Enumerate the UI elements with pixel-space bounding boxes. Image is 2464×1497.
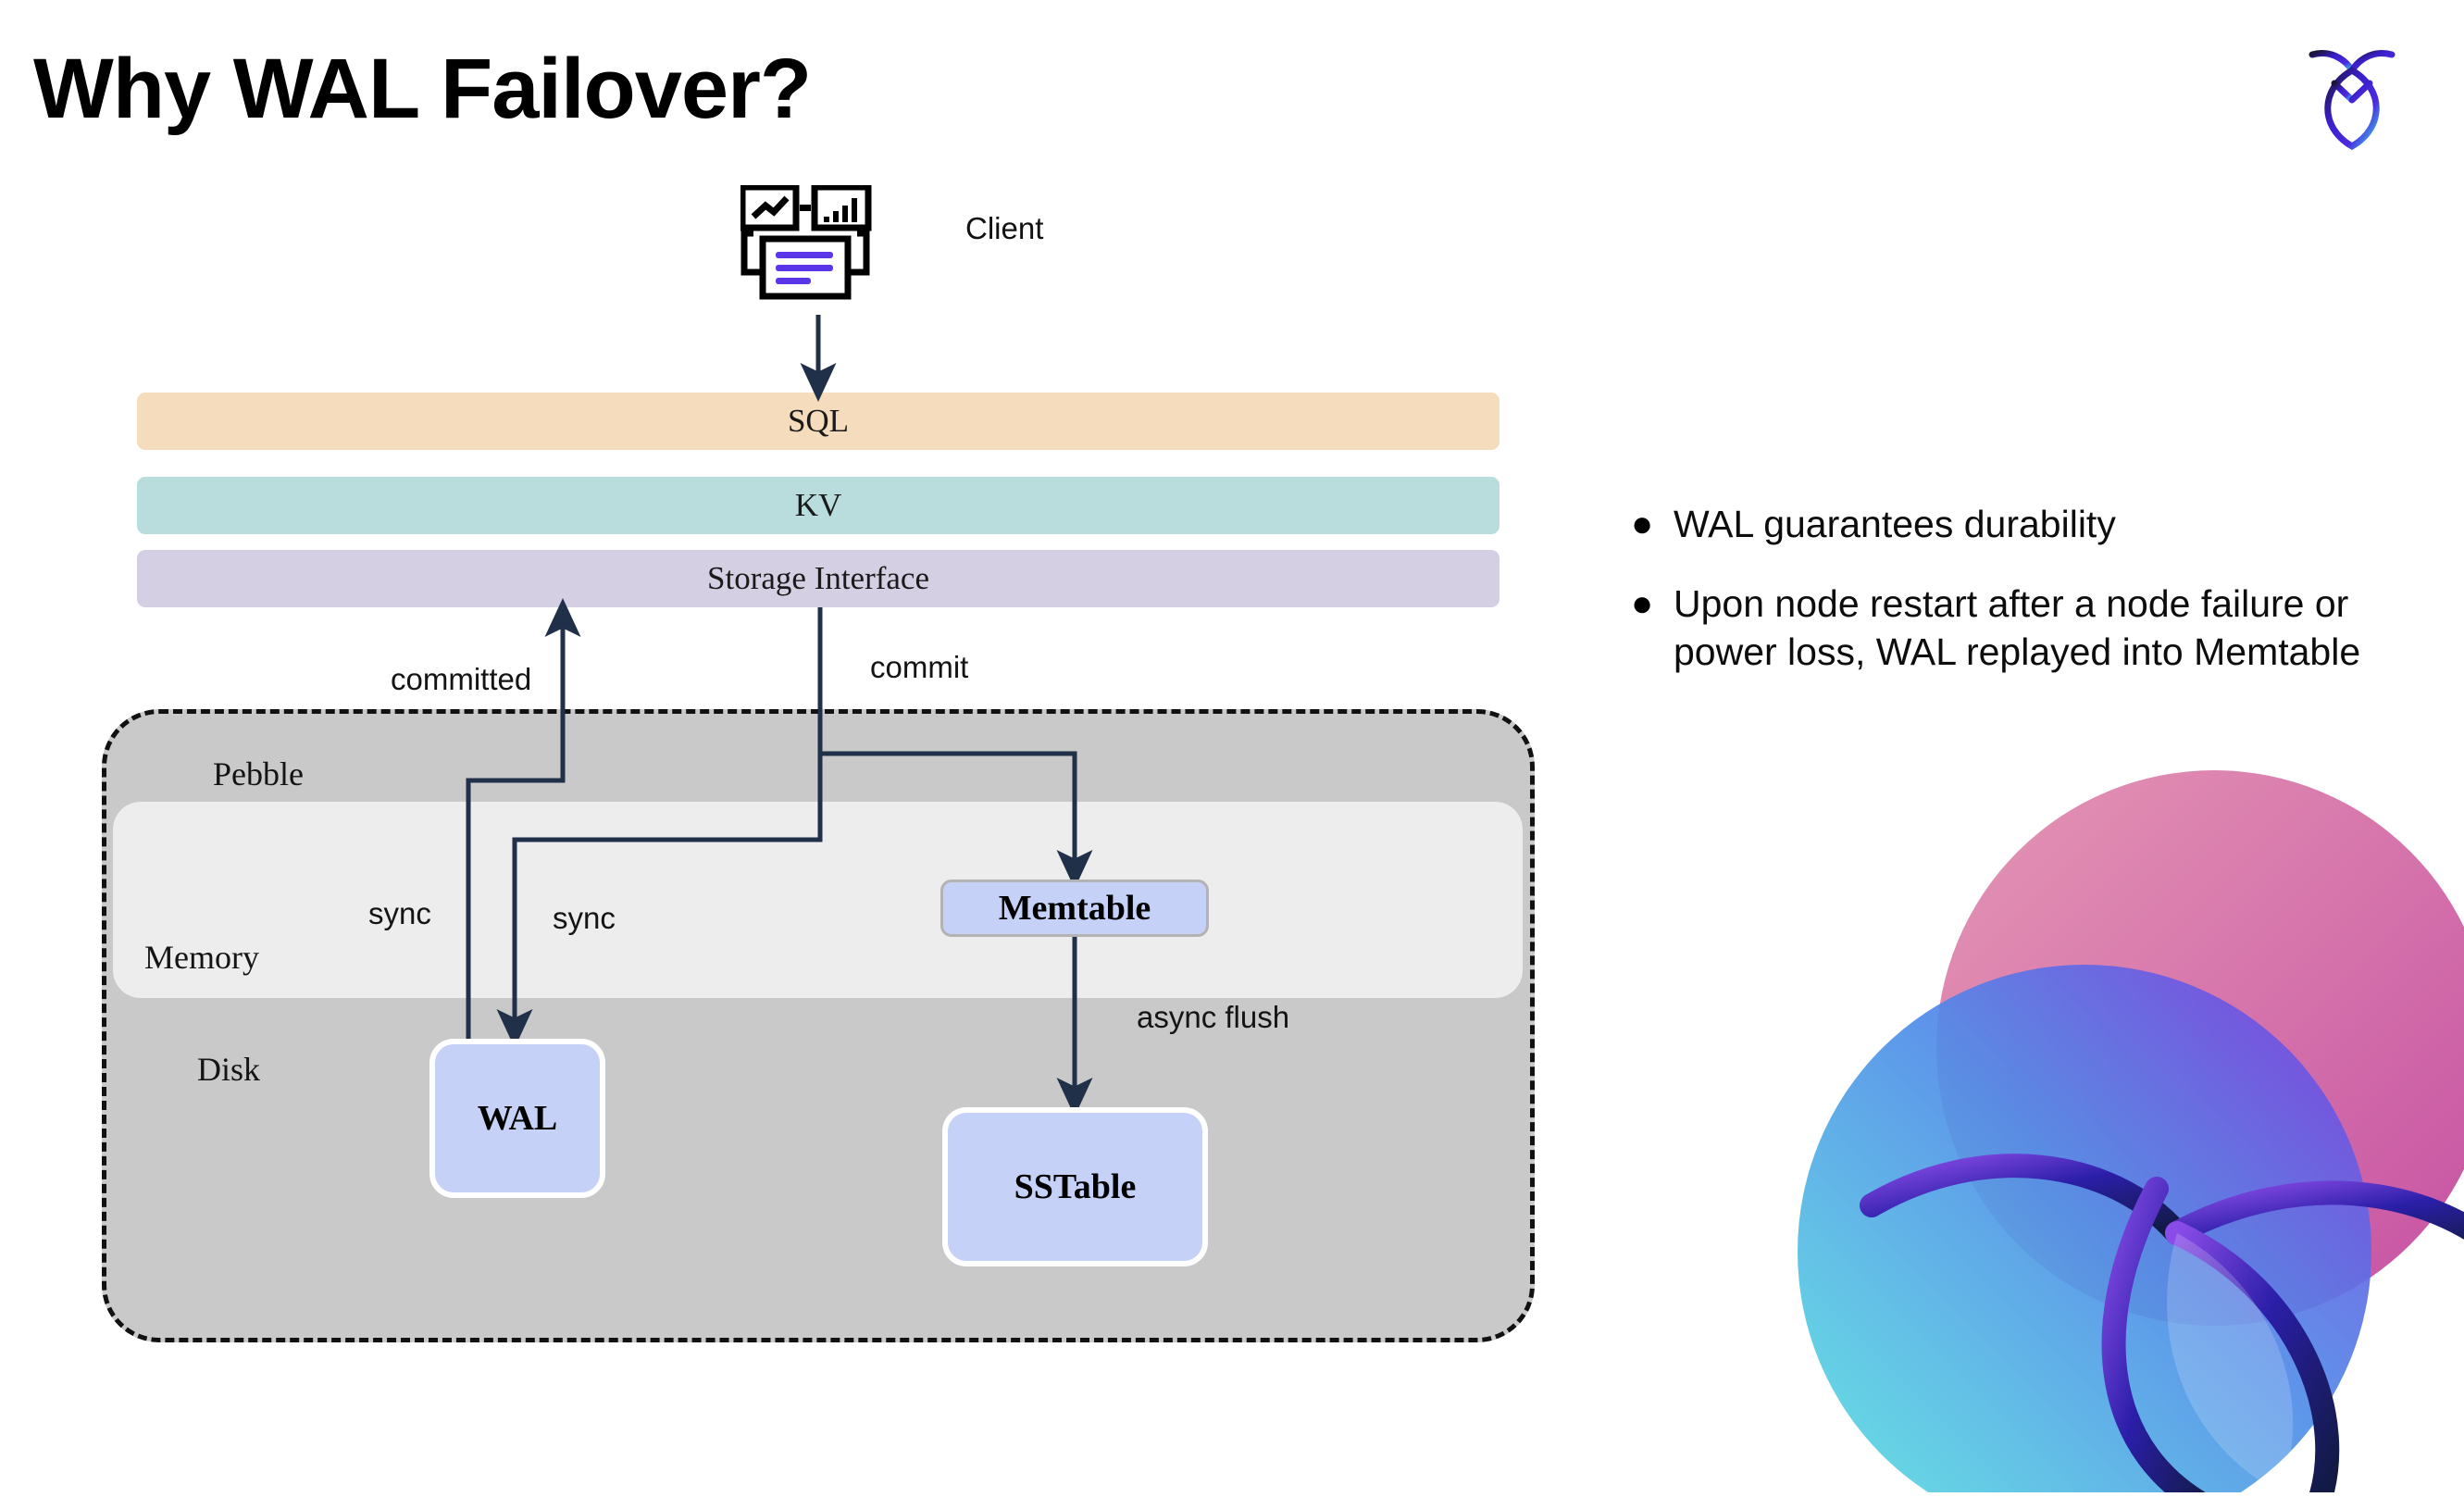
bullet-text: WAL guarantees durability [1674,503,2116,545]
client-label: Client [965,211,1044,245]
bullet-list: ● WAL guarantees durability ● Upon node … [1631,500,2418,707]
layer-bar-storage-interface: Storage Interface [137,550,1500,607]
edge-label-sync-left: sync [368,896,431,930]
edge-label-async-flush: async flush [1137,1000,1290,1034]
memory-region [113,802,1523,998]
list-item: ● Upon node restart after a node failure… [1631,580,2418,676]
edge-label-sync-right: sync [553,901,616,935]
bullet-dot-icon: ● [1631,504,1654,544]
list-item: ● WAL guarantees durability [1631,500,2418,548]
layer-bar-sql: SQL [137,393,1500,450]
edge-label-committed: committed [391,662,532,696]
cockroachdb-decorative-mark-icon [1779,770,2464,1497]
bullet-dot-icon: ● [1631,583,1654,624]
layer-bar-kv: KV [137,477,1500,534]
cockroachdb-logo-icon [2301,31,2403,152]
memory-label: Memory [144,939,259,976]
architecture-diagram: Client SQL KV Storage Interface Pebble M… [102,183,1535,1342]
page-title: Why WAL Failover? [33,42,812,136]
node-sstable[interactable]: SSTable [942,1107,1208,1266]
pebble-label: Pebble [213,755,304,792]
client-dashboard-icon [739,183,898,315]
disk-label: Disk [197,1051,261,1088]
node-memtable[interactable]: Memtable [940,879,1209,937]
bullet-text: Upon node restart after a node failure o… [1674,582,2361,673]
node-wal[interactable]: WAL [429,1039,605,1198]
slide-canvas: Why WAL Failover? [33,31,2464,1497]
edge-label-commit: commit [870,650,969,684]
